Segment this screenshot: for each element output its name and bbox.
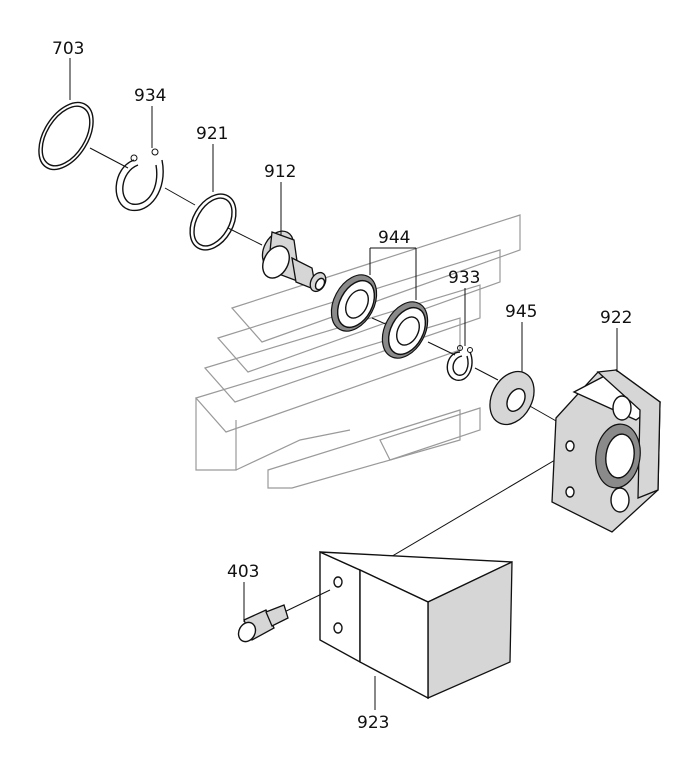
- label-934: 934: [134, 86, 166, 106]
- label-944: 944: [378, 228, 410, 248]
- snap-ring-934: [115, 148, 164, 212]
- bearing-944-a: [330, 274, 378, 332]
- assembly-axis: [89, 147, 573, 579]
- bolt-403: [237, 589, 331, 643]
- label-403: 403: [227, 562, 259, 582]
- ring-921: [189, 193, 237, 251]
- watermark-logo: [194, 214, 521, 489]
- label-922: 922: [600, 308, 632, 328]
- label-923: 923: [357, 713, 389, 733]
- label-921: 921: [196, 124, 228, 144]
- label-912: 912: [264, 162, 296, 182]
- bracket-923: [319, 550, 513, 700]
- snap-ring-933: [446, 345, 473, 381]
- flange-housing-922: [551, 369, 662, 533]
- bearing-944-b: [381, 301, 429, 359]
- label-leaders: [69, 58, 618, 710]
- ring-703: [38, 101, 94, 171]
- label-933: 933: [448, 268, 480, 288]
- washer-945: [489, 370, 535, 426]
- shaft-912: [261, 230, 327, 293]
- label-945: 945: [505, 302, 537, 322]
- label-703: 703: [52, 39, 84, 59]
- part-number-labels: 703 934 921 912 944 933 945 922 403 923: [52, 39, 632, 733]
